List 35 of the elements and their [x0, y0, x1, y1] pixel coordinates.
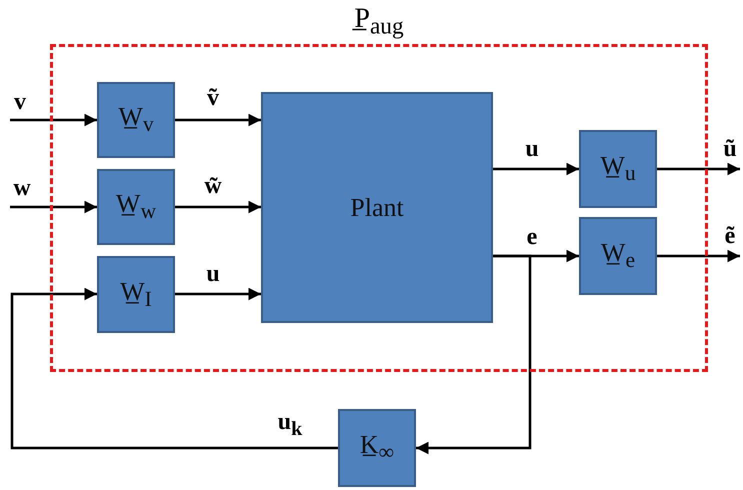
arrow: [10, 200, 97, 214]
arrow: [657, 250, 740, 262]
signal-label: w̃: [204, 174, 222, 198]
arrow: [657, 162, 740, 176]
signal-label: u: [206, 262, 220, 286]
arrow: [175, 288, 261, 300]
signal-label: u: [525, 137, 539, 161]
block-label: W̲$_{v}$: [118, 102, 154, 138]
arrow: [10, 288, 338, 450]
block-label: Plant: [350, 192, 404, 222]
signal-label: u$_{k}$: [278, 410, 302, 439]
block-label: K̲$_{∞}$: [360, 430, 394, 466]
signal-label: w: [13, 176, 31, 200]
block-label: W̲$_{e}$: [600, 238, 636, 274]
block-label: W̲$_{u}$: [600, 151, 636, 187]
block-label: W̲$_{w}$: [116, 189, 156, 225]
weight-block: [579, 217, 657, 295]
controller-block: [338, 409, 416, 487]
signal-label: ṽ: [207, 86, 219, 110]
weight-block: [579, 130, 657, 208]
arrow: [416, 254, 532, 454]
arrow: [175, 200, 261, 214]
arrow: [175, 114, 261, 126]
block-label: W̲$_{I}$: [120, 276, 152, 312]
signal-label: ũ: [723, 137, 737, 161]
signal-label: e: [526, 225, 538, 249]
signal-label: v: [14, 90, 26, 114]
signal-label: ẽ: [724, 224, 736, 248]
weight-block: [97, 169, 175, 245]
weight-block: [97, 82, 175, 158]
weight-block: [97, 256, 175, 333]
arrow: [10, 114, 97, 126]
block-title: P̲$_{aug}$: [351, 3, 405, 41]
arrow: [493, 162, 579, 176]
plant-block: [261, 92, 493, 323]
